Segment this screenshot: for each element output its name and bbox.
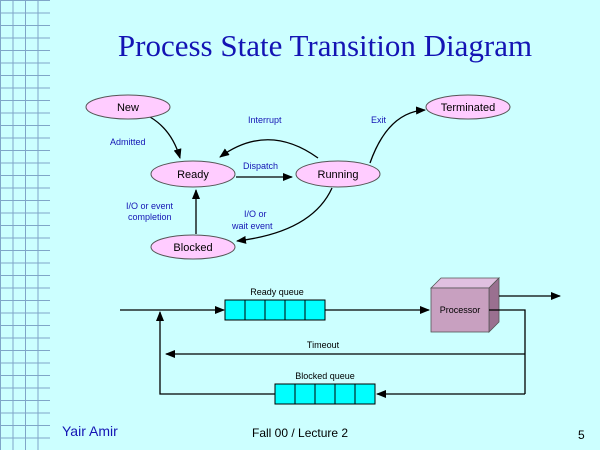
timeout-label: Timeout xyxy=(307,340,340,350)
grid-strip-decoration xyxy=(0,0,50,450)
state-terminated: Terminated xyxy=(425,94,511,120)
label-io-completion-line2: completion xyxy=(128,212,172,222)
state-new: New xyxy=(85,94,171,120)
ready-queue-label: Ready queue xyxy=(250,287,304,297)
processor-box: Processor xyxy=(430,277,500,333)
footer-author: Yair Amir xyxy=(62,423,118,439)
state-blocked-label: Blocked xyxy=(173,242,212,254)
label-io-wait-line1: I/O or xyxy=(244,209,267,219)
ready-queue xyxy=(224,299,326,321)
blocked-queue-return-line xyxy=(159,354,275,395)
processor-label: Processor xyxy=(440,305,481,315)
state-ready: Ready xyxy=(150,160,236,188)
blocked-queue-label: Blocked queue xyxy=(295,371,355,381)
arrow-running-to-ready-interrupt xyxy=(219,139,319,159)
processor-feedback-line xyxy=(489,309,526,394)
state-terminated-label: Terminated xyxy=(441,102,495,114)
label-admitted: Admitted xyxy=(110,137,146,147)
state-new-label: New xyxy=(117,102,139,114)
arrow-new-to-ready xyxy=(149,116,182,159)
slide-background xyxy=(50,0,600,450)
queue-diagram: Ready queue Processor Timeout xyxy=(120,277,561,405)
state-transition-diagram: New Ready Running Blocked Terminated Adm… xyxy=(85,94,511,260)
label-interrupt: Interrupt xyxy=(248,115,282,125)
state-running: Running xyxy=(295,160,381,188)
footer-course: Fall 00 / Lecture 2 xyxy=(252,426,349,440)
page-number: 5 xyxy=(578,428,585,442)
arrow-running-to-terminated-exit xyxy=(369,106,426,164)
state-running-label: Running xyxy=(318,169,359,181)
state-ready-label: Ready xyxy=(177,169,209,181)
label-exit: Exit xyxy=(371,115,387,125)
state-blocked: Blocked xyxy=(150,234,236,260)
arrow-running-to-blocked-wait xyxy=(236,187,333,244)
label-io-completion-line1: I/O or event xyxy=(126,201,174,211)
slide-title: Process State Transition Diagram xyxy=(117,28,533,63)
label-io-wait-line2: wait event xyxy=(231,221,273,231)
label-dispatch: Dispatch xyxy=(243,161,278,171)
blocked-queue xyxy=(274,383,376,405)
